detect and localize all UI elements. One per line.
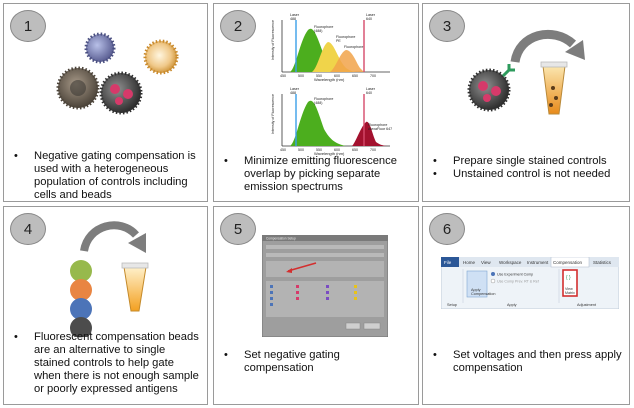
panel-4-bullets: Fluorescent compensation beads are an al… — [12, 331, 201, 396]
x-axis-label: Wavelength (nm) — [314, 77, 345, 82]
y-axis-label: Intensity of Fluorescence — [271, 20, 275, 60]
svg-text:650: 650 — [352, 74, 358, 78]
svg-text:500: 500 — [298, 148, 304, 152]
svg-text:500: 500 — [298, 74, 304, 78]
step-number: 4 — [10, 213, 46, 245]
stained-cell-icon — [467, 68, 511, 112]
step-number: 3 — [429, 10, 465, 42]
tab-home: Home — [463, 260, 476, 265]
tab-file: File — [444, 260, 452, 265]
step-number: 5 — [220, 213, 256, 245]
panel-5-bullets: Set negative gating compensation — [222, 349, 412, 375]
group-adjustment: Adjustment — [577, 303, 597, 307]
svg-text:700: 700 — [370, 74, 376, 78]
panel-4: 4 Fluorescent compensation beads are an … — [3, 206, 208, 405]
gold-bead-icon — [143, 39, 179, 75]
bullet-text: Fluorescent compensation beads are an al… — [12, 331, 201, 396]
highlight-arrow-icon — [287, 262, 317, 272]
compensation-setup-dialog: Compensation Setup — [262, 235, 388, 337]
bullet-text: Unstained control is not needed — [431, 168, 623, 181]
panel-1-bullets: Negative gating compensation is used wit… — [12, 150, 201, 201]
panel-3-bullets: Prepare single stained controls Unstaine… — [431, 155, 623, 181]
y-axis-label: Intensity of Fluorescence — [271, 94, 275, 134]
tab-instrument: Instrument — [527, 260, 549, 265]
svg-text:450: 450 — [280, 148, 286, 152]
tab-compensation: Compensation — [553, 260, 583, 265]
bead-stack-icon — [70, 260, 92, 337]
bullet-text: Negative gating compensation is used wit… — [12, 150, 201, 201]
fluor-1-label: Fluorophore(488) — [314, 97, 333, 105]
tab-view: View — [481, 260, 491, 265]
bullet-text: Prepare single stained controls — [431, 155, 623, 168]
svg-text:600: 600 — [334, 74, 340, 78]
curved-arrow-icon — [510, 29, 577, 64]
svg-text:550: 550 — [316, 148, 322, 152]
panel-5: 5 Compensation Setup Set negative gating… — [213, 206, 419, 405]
panel-6: 6 File Home View Workspace Instrument Co… — [422, 206, 630, 405]
panel-3: 3 Prepare single stained controls Unstai… — [422, 3, 630, 202]
panel-1: 1 Negative gating compensation is used w… — [3, 3, 208, 202]
step-number: 6 — [429, 213, 465, 245]
svg-text:650: 650 — [352, 148, 358, 152]
x-tick-labels: 450 500 550 600 650 700 — [280, 148, 376, 152]
brown-cell-icon — [56, 66, 100, 110]
tube-icon — [540, 61, 568, 115]
bullet-text: Set negative gating compensation — [222, 349, 412, 375]
fluor-3-label: Fluorophore — [344, 45, 363, 49]
tab-workspace: Workspace — [499, 260, 522, 265]
svg-text:550: 550 — [316, 74, 322, 78]
antibody-icon — [501, 64, 515, 78]
stained-cell-icon — [99, 71, 143, 115]
radio-experiment-comp: Use Experiment Comp — [497, 273, 533, 277]
panel-6-bullets: Set voltages and then press apply compen… — [431, 349, 623, 375]
radio-comp-prev: Use Comp Prev. RT & Ref — [497, 280, 539, 284]
svg-text:700: 700 — [370, 148, 376, 152]
compensation-ribbon: File Home View Workspace Instrument Comp… — [441, 257, 619, 309]
cells-and-beads-illustration — [56, 32, 179, 115]
x-tick-labels: 450 500 550 600 650 700 — [280, 74, 376, 78]
svg-text:600: 600 — [334, 148, 340, 152]
compensation-beads-illustration — [70, 221, 149, 337]
tab-statistics: Statistics — [593, 260, 612, 265]
bullet-text: Minimize emitting fluorescence overlap b… — [222, 155, 412, 194]
step-number: 2 — [220, 10, 256, 42]
staining-illustration — [467, 29, 585, 115]
color-swatches — [270, 285, 357, 306]
tube-icon — [121, 262, 149, 312]
purple-cell-icon — [84, 32, 116, 64]
fluor-1-label: Fluorophore(488) — [314, 25, 333, 33]
group-apply: Apply — [507, 303, 517, 307]
step-number: 1 — [10, 10, 46, 42]
bullet-text: Set voltages and then press apply compen… — [431, 349, 623, 375]
dialog-title: Compensation Setup — [266, 237, 296, 241]
panel-2-bullets: Minimize emitting fluorescence overlap b… — [222, 155, 412, 194]
group-setup: Setup — [447, 303, 457, 307]
svg-text:450: 450 — [280, 74, 286, 78]
curved-arrow-icon — [80, 221, 139, 252]
matrix-icon: { } — [566, 275, 571, 281]
x-axis-label: Wavelength (nm) — [314, 151, 345, 156]
